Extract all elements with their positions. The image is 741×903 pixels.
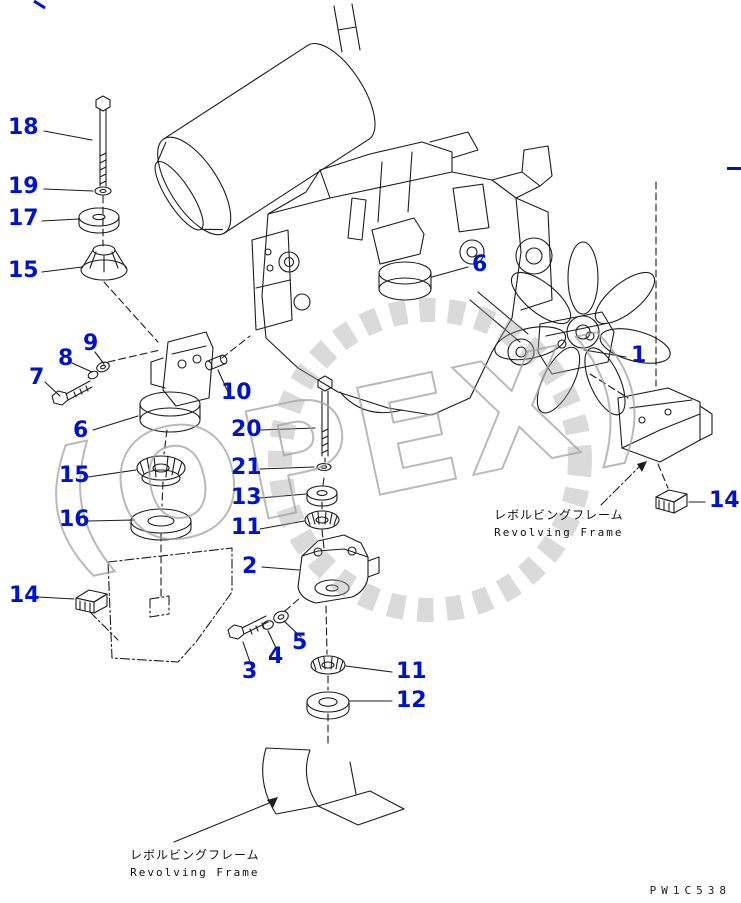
callout-20: 20 — [231, 417, 262, 442]
frame-label-bottom-jp: レボルビングフレーム — [130, 848, 260, 862]
callout-15-top: 15 — [8, 258, 39, 283]
callout-13: 13 — [231, 485, 262, 510]
callout-1: 1 — [631, 343, 647, 368]
watermark-gear-ring — [268, 298, 592, 622]
callout-3: 3 — [242, 659, 258, 684]
callout-8: 8 — [58, 346, 74, 371]
line-art — [37, 3, 713, 843]
bolt-20-column — [304, 375, 340, 530]
callout-21: 21 — [231, 455, 262, 480]
right-frame-bracket — [617, 387, 713, 514]
frame-label-bottom: レボルビングフレーム Revolving Frame — [130, 846, 260, 879]
left-clip — [75, 589, 108, 614]
engine-block — [251, 131, 553, 416]
callout-4: 4 — [268, 644, 284, 669]
leader-lines — [37, 130, 706, 702]
callout-6-top: 6 — [472, 252, 488, 277]
callout-9: 9 — [83, 331, 99, 356]
exhaust-pipe — [333, 3, 361, 53]
frame-label-right-jp: レボルビングフレーム — [494, 508, 624, 522]
bolt-18-column — [78, 95, 128, 281]
front-mount-bracket — [130, 331, 214, 541]
callout-15-mid: 15 — [59, 463, 90, 488]
frame-label-right-en: Revolving Frame — [494, 526, 624, 539]
drawing-code: PW1C538 — [649, 884, 731, 897]
callout-14-left: 14 — [9, 583, 40, 608]
bolt-7-washers — [51, 361, 110, 406]
bracket-2 — [297, 534, 380, 604]
frame-label-right: レボルビングフレーム Revolving Frame — [494, 506, 624, 539]
callout-12: 12 — [396, 688, 427, 713]
callout-6-left: 6 — [73, 418, 89, 443]
callout-18: 18 — [8, 115, 39, 140]
callout-17: 17 — [8, 206, 39, 231]
upper-engine-mount — [371, 217, 432, 301]
page-mark-right-edge — [727, 167, 741, 170]
assembly-centerlines — [102, 181, 669, 747]
pin-10 — [204, 354, 228, 371]
callout-2: 2 — [242, 554, 258, 579]
rear-mount-plate — [537, 311, 615, 375]
hidden-frame-outlines — [89, 465, 641, 663]
callout-14-right: 14 — [709, 488, 740, 513]
label-arrows — [173, 461, 647, 843]
callout-16: 16 — [59, 507, 90, 532]
callout-10: 10 — [221, 380, 252, 405]
muffler — [154, 43, 376, 236]
callout-11-mid: 11 — [231, 515, 262, 540]
watermark: (OPEX) — [26, 298, 667, 622]
callout-19: 19 — [8, 174, 39, 199]
callout-7: 7 — [29, 365, 45, 390]
frame-label-bottom-en: Revolving Frame — [130, 866, 260, 879]
bottom-frame-piece — [262, 747, 405, 826]
callout-11-bottom: 11 — [396, 659, 427, 684]
callout-5: 5 — [292, 630, 308, 655]
bolt-3-washers — [227, 610, 289, 640]
